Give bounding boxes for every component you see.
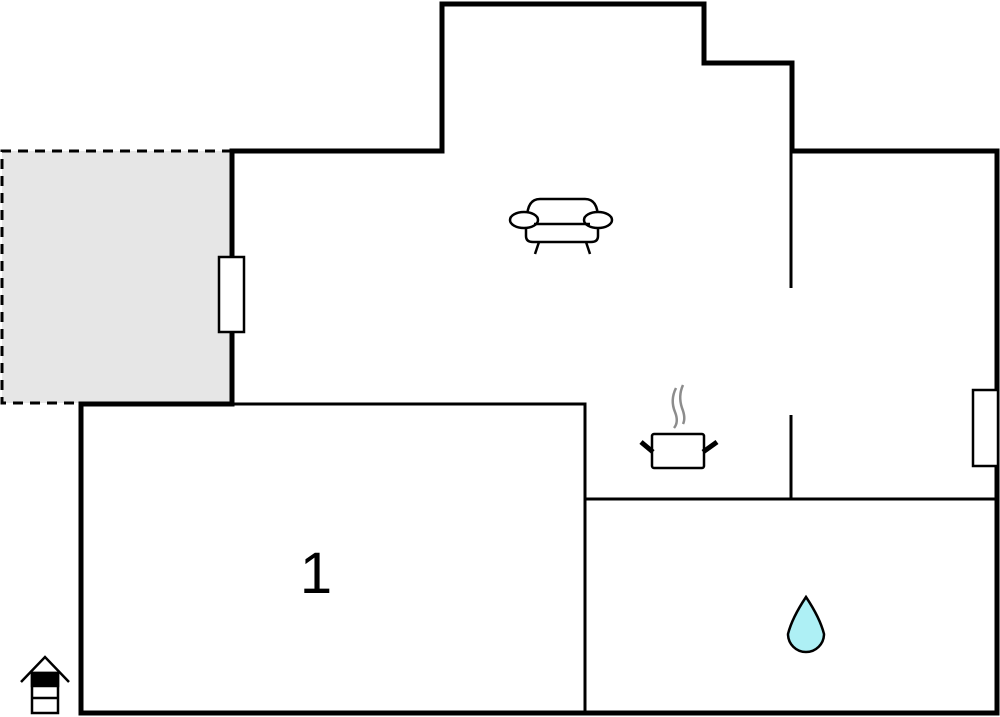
house-floor-icon bbox=[20, 655, 70, 715]
room-number-label: 1 bbox=[299, 541, 333, 606]
cooking-pot-icon bbox=[639, 384, 719, 470]
sofa-icon bbox=[508, 197, 614, 255]
water-drop-icon bbox=[786, 594, 826, 654]
room-1-wall bbox=[81, 402, 587, 713]
window-left bbox=[217, 255, 246, 334]
window-right bbox=[971, 388, 1000, 468]
terrace-area bbox=[2, 151, 232, 403]
